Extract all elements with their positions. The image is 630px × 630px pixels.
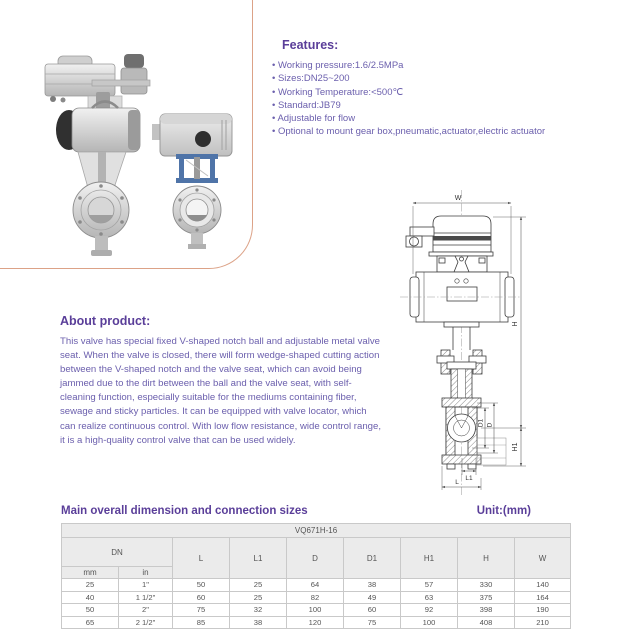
table-cell: 50	[172, 578, 230, 592]
dimension-drawing: W H H1 D1 D L1 L	[400, 190, 526, 496]
table-cell: 1"	[118, 578, 173, 592]
unit-label: Unit:(mm)	[476, 505, 531, 517]
about-body: This valve has special fixed V-shaped no…	[60, 336, 382, 446]
dimensions-table-section: Main overall dimension and connection si…	[60, 505, 572, 629]
col-header-dn: DN	[61, 537, 173, 567]
table-cell: 57	[400, 578, 458, 592]
product-photos	[44, 54, 233, 256]
table-cell: 100	[286, 603, 344, 617]
col-header-h1: H1	[400, 537, 458, 579]
features-list: Working pressure:1.6/2.5MPaSizes:DN25~20…	[272, 59, 624, 139]
table-cell: 330	[457, 578, 515, 592]
table-cell: 25	[229, 590, 287, 604]
table-cell: 164	[513, 590, 572, 604]
table-cell: 75	[172, 603, 230, 617]
table-cell: 75	[343, 615, 401, 629]
table-cell: 25	[61, 578, 119, 592]
dim-label-d: D	[487, 422, 494, 427]
dim-label-l1: L1	[465, 475, 473, 482]
dimension-lines	[412, 201, 526, 490]
table-cell: 60	[343, 603, 401, 617]
table-section-title: Main overall dimension and connection si…	[61, 505, 308, 517]
table-cell: 82	[286, 590, 344, 604]
col-header-d1: D1	[343, 537, 401, 579]
feature-item: Working Temperature:<500℃	[272, 86, 624, 99]
dim-label-l: L	[455, 479, 459, 486]
features-title: Features:	[282, 38, 339, 52]
col-header-h: H	[457, 537, 515, 579]
col-header-l: L	[172, 537, 230, 579]
feature-item: Sizes:DN25~200	[272, 72, 624, 85]
about-title: About product:	[60, 314, 151, 328]
about-section: About product: This valve has special fi…	[60, 314, 384, 448]
col-header-w: W	[513, 537, 572, 579]
dim-label-d1: D1	[478, 418, 485, 427]
table-cell: 120	[286, 615, 344, 629]
dim-label-w: W	[455, 195, 462, 202]
table-cell: 375	[457, 590, 515, 604]
table-cell: 25	[229, 578, 287, 592]
table-cell: 60	[172, 590, 230, 604]
electric-valve-photo	[152, 113, 233, 249]
table-cell: 100	[400, 615, 458, 629]
table-cell: 408	[457, 615, 515, 629]
table-cell: 32	[229, 603, 287, 617]
table-cell: 65	[61, 615, 119, 629]
pneumatic-valve-photo	[44, 54, 151, 256]
feature-item: Standard:JB79	[272, 99, 624, 112]
dim-label-h: H	[512, 321, 519, 326]
table-cell: 2 1/2"	[118, 615, 173, 629]
feature-item: Working pressure:1.6/2.5MPa	[272, 59, 624, 72]
table-cell: 398	[457, 603, 515, 617]
col-header-in: in	[118, 566, 173, 579]
col-header-d: D	[286, 537, 344, 579]
col-header-l1: L1	[229, 537, 287, 579]
feature-item: Adjustable for flow	[272, 112, 624, 125]
table-cell: 140	[513, 578, 572, 592]
table-cell: 210	[513, 615, 572, 629]
dim-label-h1: H1	[512, 442, 519, 451]
table-cell: 1 1/2"	[118, 590, 173, 604]
col-header-mm: mm	[61, 566, 119, 579]
table-cell: 92	[400, 603, 458, 617]
table-cell: 2"	[118, 603, 173, 617]
table-cell: 190	[513, 603, 572, 617]
model-header: VQ671H-16	[60, 523, 572, 538]
table-cell: 50	[61, 603, 119, 617]
table-cell: 49	[343, 590, 401, 604]
table-cell: 38	[343, 578, 401, 592]
table-cell: 40	[61, 590, 119, 604]
table-cell: 85	[172, 615, 230, 629]
feature-item: Optional to mount gear box,pneumatic,act…	[272, 125, 624, 138]
features-section: Features: Working pressure:1.6/2.5MPaSiz…	[272, 38, 624, 139]
table-cell: 38	[229, 615, 287, 629]
valve-section-view	[400, 190, 520, 496]
table-cell: 64	[286, 578, 344, 592]
table-cell: 63	[400, 590, 458, 604]
